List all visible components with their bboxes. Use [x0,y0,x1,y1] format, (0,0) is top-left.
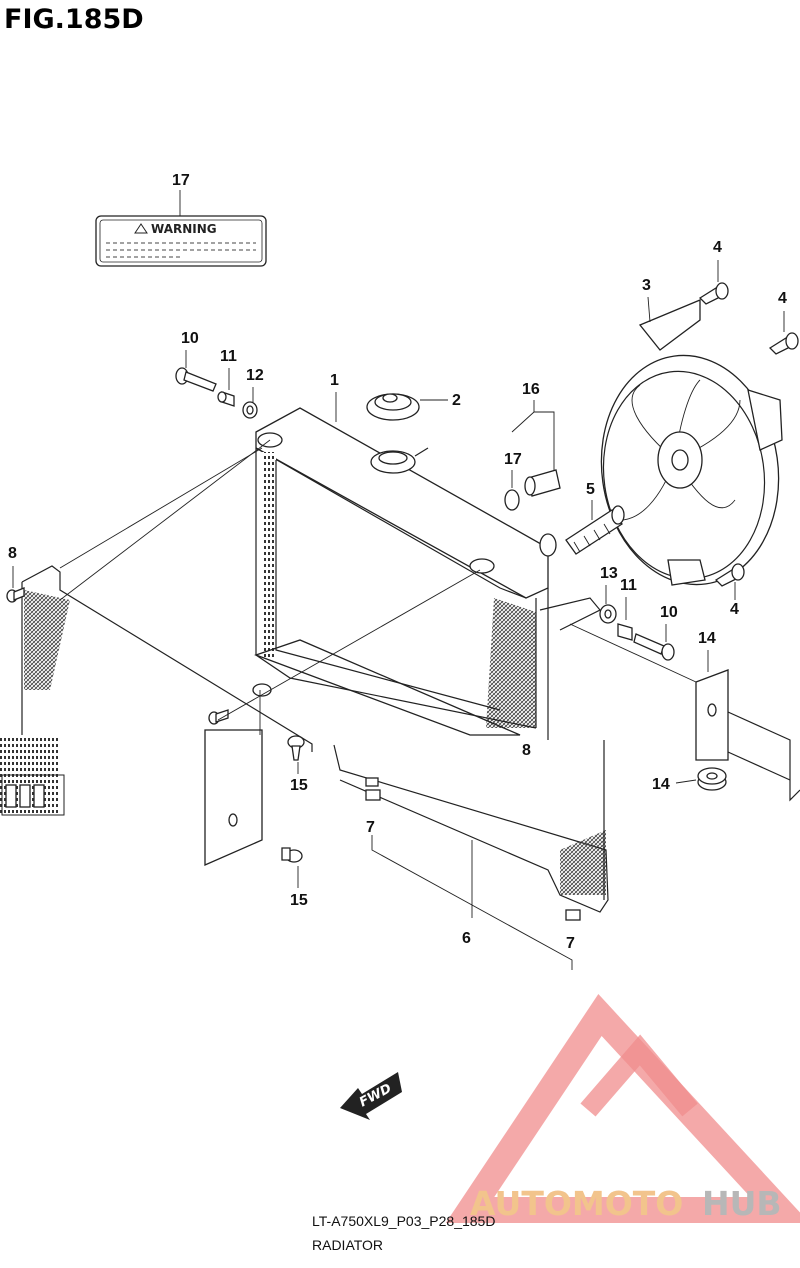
clip-7-lower [565,909,581,921]
figure-name: RADIATOR [312,1237,383,1253]
watermark-text-a: AUTOMOTO [470,1184,683,1223]
callout-12: 14 [652,776,670,793]
callout-8: 8 [8,545,17,562]
screw-8-left [6,587,25,603]
grommet-11-right [599,604,617,624]
watermark-logo [445,994,800,1223]
screw-8-center [208,709,229,725]
radiator-assembly [252,407,557,740]
callout-10: 11 [220,348,237,365]
model-code: LT-A750XL9_P03_P28_185D [312,1213,495,1229]
watermark-text-b: HUB [702,1184,782,1223]
callout-4b: 4 [778,290,787,307]
clip-14-lower [281,847,303,863]
fan-shroud [0,565,609,913]
callout-11b: 13 [600,565,618,582]
bolt-9-left [175,367,217,392]
callout-14: 15 [290,777,308,794]
clip-14-upper [287,735,305,761]
callout-4: 4 [713,239,722,256]
bolt-4-bottom [714,563,745,587]
callout-9: 10 [181,330,199,347]
callout-9b: 10 [660,604,678,621]
callout-1: 1 [330,372,339,389]
callout-11: 12 [246,367,264,384]
figure-title: FIG.185D [4,4,144,35]
radiator-cap [366,393,420,421]
callout-2: 2 [452,392,461,409]
callout-15: 16 [522,381,540,398]
collar-10-right [617,623,633,641]
bolt-4-top [698,282,729,305]
warning-label-text: WARNING [151,222,217,236]
warning-label: WARNING [95,215,267,267]
callout-5: 5 [586,481,595,498]
warning-triangle-icon [134,223,148,234]
callout-8b: 8 [522,742,531,759]
callout-17: 17 [172,172,190,189]
callout-7: 7 [366,819,375,836]
callout-10b: 11 [620,577,637,594]
fwd-arrow: FWD [340,1072,402,1120]
grommet-11-left [242,401,258,419]
cooling-fan-assembly [600,299,783,586]
callout-16: 17 [504,451,522,468]
bolt-4-right [768,332,799,355]
collar-10-left [217,391,235,407]
callout-14b: 15 [290,892,308,909]
callout-4c: 4 [730,601,739,618]
temperature-sensor [524,469,561,497]
cushion [697,767,727,791]
callout-6: 6 [462,930,471,947]
fan-thermo-switch [565,505,625,555]
callout-7b: 7 [566,935,575,952]
clip-7-upper [365,777,381,801]
o-ring [504,489,520,511]
bolt-9-right [633,633,675,661]
mounting-bracket [539,597,800,802]
callout-3: 3 [642,277,651,294]
callout-13: 14 [698,630,716,647]
